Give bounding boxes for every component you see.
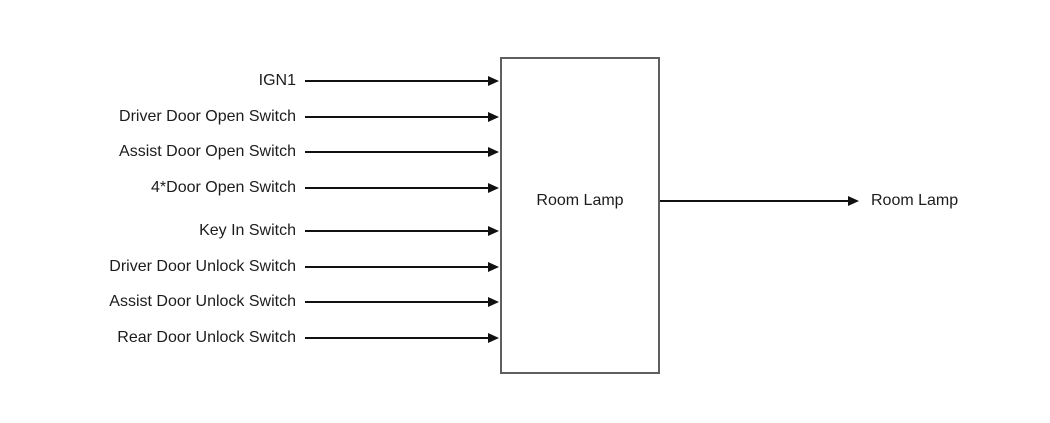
input-label: Driver Door Open Switch (119, 108, 296, 125)
output-label: Room Lamp (871, 192, 959, 209)
input-arrow right-arrow-icon (305, 80, 489, 82)
input-label: Driver Door Unlock Switch (109, 258, 296, 275)
room-lamp-block: Room Lamp (500, 57, 660, 374)
input-label: Assist Door Unlock Switch (109, 293, 296, 310)
input-label: Assist Door Open Switch (119, 143, 296, 160)
block-label: Room Lamp (536, 192, 624, 209)
input-arrow right-arrow-icon (305, 301, 489, 303)
output-arrow right-arrow-icon (660, 200, 849, 202)
input-arrow right-arrow-icon (305, 116, 489, 118)
input-arrow right-arrow-icon (305, 151, 489, 153)
input-label: Key In Switch (199, 222, 296, 239)
input-arrow right-arrow-icon (305, 266, 489, 268)
input-label: 4*Door Open Switch (151, 179, 296, 196)
input-arrow right-arrow-icon (305, 230, 489, 232)
input-label: Rear Door Unlock Switch (117, 329, 296, 346)
input-label: IGN1 (258, 72, 296, 89)
input-arrow right-arrow-icon (305, 337, 489, 339)
input-arrow right-arrow-icon (305, 187, 489, 189)
